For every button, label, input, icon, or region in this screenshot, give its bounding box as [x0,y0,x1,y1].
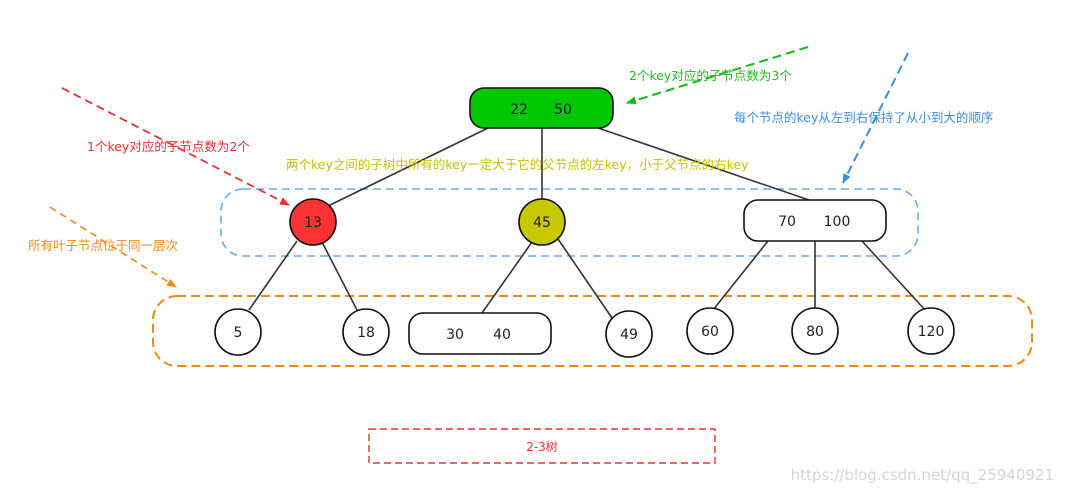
leaf-18 [342,308,390,356]
edge-13-18 [321,241,358,311]
leaf-5-key: 5 [234,325,243,341]
edge-root-70-100 [597,127,813,202]
blue-annotation: 每个节点的key从左到右保持了从小到大的顺序 [734,110,993,125]
edge-45-30-40 [481,241,533,314]
leaf-40-key: 40 [493,327,511,343]
leaf-5 [214,308,262,356]
leaf-49-key: 49 [620,327,638,343]
leaf-80-key: 80 [806,324,824,340]
red-annotation: 1个key对应的子节点数为2个 [87,139,250,154]
leaf-30-key: 30 [446,327,464,343]
node-45 [518,198,566,246]
blue-annotation-arrow [842,52,909,184]
node-70-key: 70 [778,214,796,230]
red-annotation-arrow [61,87,290,206]
leaf-49 [605,310,653,358]
caption: 2-3树 [526,439,558,454]
leaf-60 [686,307,734,355]
root-key-50: 50 [554,102,572,118]
node-100-key: 100 [824,214,851,230]
leaf-60-key: 60 [701,324,719,340]
yellow-annotation: 两个key之间的子树中所有的key一定大于它的父节点的左key，小于父节点的右k… [286,157,749,172]
node-45-key: 45 [533,215,551,231]
edge-45-49 [557,238,613,319]
node-13-key: 13 [304,215,322,231]
leaf-120 [907,307,955,355]
leaf-80 [791,307,839,355]
leaf-30-40 [408,312,552,355]
node-70-100 [743,199,887,242]
edge-13-5 [248,240,298,311]
leaf-120-key: 120 [918,324,945,340]
edge-root-13 [325,127,489,208]
green-annotation: 2个key对应的子节点数为3个 [629,68,792,83]
orange-annotation: 所有叶子节点位于同一层次 [28,238,178,253]
edge-70-100-60 [712,240,769,311]
root-node [469,87,614,129]
green-annotation-arrow [626,46,809,105]
leaf-18-key: 18 [357,325,375,341]
caption-box [368,428,716,464]
leaf-level-group-box [152,295,1033,367]
orange-annotation-arrow [49,206,177,288]
edge-70-100-120 [861,240,927,312]
node-13 [289,198,337,246]
watermark: https://blog.csdn.net/qq_25940921 [791,466,1054,485]
root-key-22: 22 [510,102,528,118]
